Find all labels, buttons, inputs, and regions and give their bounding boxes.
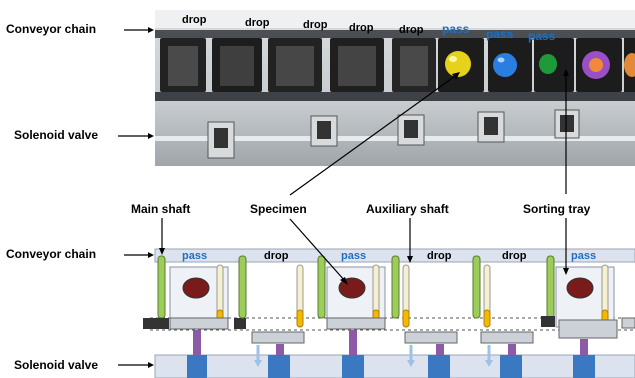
diagram-status-4: drop — [427, 250, 451, 262]
label-auxiliary-shaft: Auxiliary shaft — [366, 202, 449, 216]
diagram-status-2: drop — [264, 250, 288, 262]
label-main-shaft: Main shaft — [131, 202, 190, 216]
label-specimen: Specimen — [250, 202, 307, 216]
diagram-status-3: pass — [341, 250, 366, 262]
label-conveyor-chain-bottom: Conveyor chain — [6, 247, 96, 261]
label-conveyor-chain-top: Conveyor chain — [6, 22, 96, 36]
diagram-status-5: drop — [502, 250, 526, 262]
label-sorting-tray: Sorting tray — [523, 202, 590, 216]
label-solenoid-valve-top: Solenoid valve — [14, 128, 98, 142]
diagram-status-6: pass — [571, 250, 596, 262]
diagram-status-1: pass — [182, 250, 207, 262]
schematic-solenoid-bar — [155, 355, 635, 378]
specimen-1 — [183, 278, 209, 298]
label-solenoid-valve-bottom: Solenoid valve — [14, 358, 98, 372]
specimen-6 — [567, 278, 593, 298]
